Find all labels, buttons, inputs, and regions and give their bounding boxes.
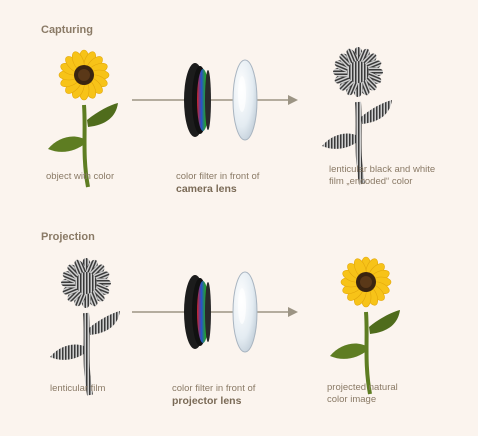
camera-lens-label: camera lens [176,183,237,195]
film-caption: lenticular black and white film „encoded… [329,164,435,188]
object-caption: object with color [46,171,115,182]
colored-sunflower-object [46,47,120,189]
camera-filter-caption-line1: color filter in front of [176,171,260,182]
projected-color-sunflower [328,254,402,396]
result-caption-line1: projected natural [327,382,398,393]
result-caption: projected natural color image [327,382,398,406]
projector-lens-label: projector lens [172,395,242,407]
projector-filter-caption-line1: color filter in front of [172,383,256,394]
film-caption-line2: film „encoded“ color [329,176,413,187]
film-caption-line1: lenticular black and white [329,164,436,175]
projection-title: Projection [41,231,95,243]
lenticular-film-sunflower [50,258,120,395]
capturing-title: Capturing [41,24,93,36]
lenticular-film-caption: lenticular film [50,383,106,394]
projector-filter-caption: color filter in front of projector lens [172,383,255,408]
result-caption-line2: color image [327,394,377,405]
camera-filter-caption: color filter in front of camera lens [176,171,259,196]
